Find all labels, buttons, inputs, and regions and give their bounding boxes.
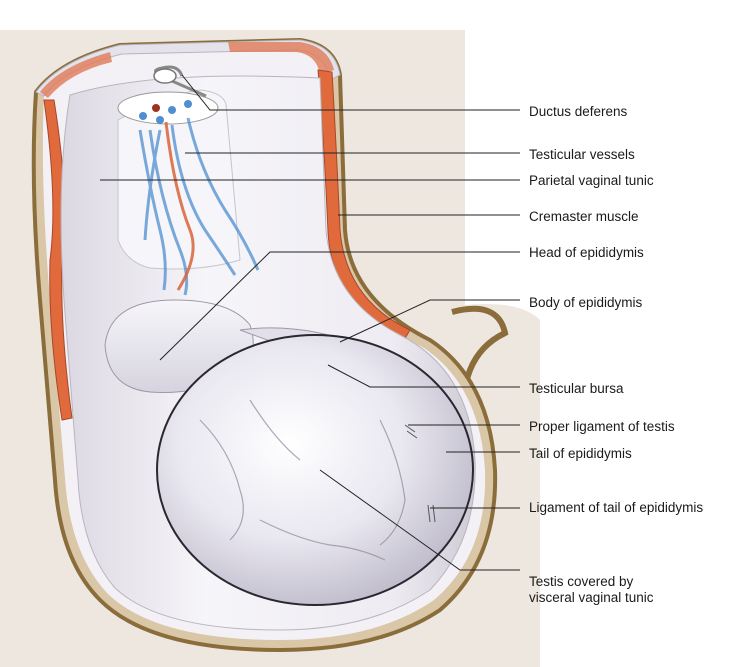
vessel-dot xyxy=(152,104,160,112)
label-ductus-deferens: Ductus deferens xyxy=(529,104,628,119)
label-testicular-vessels: Testicular vessels xyxy=(529,147,635,162)
body-wall-lower xyxy=(0,470,60,667)
vessel-dot xyxy=(139,112,147,120)
cord-cut xyxy=(117,91,219,125)
label-proper-ligament-of-testis: Proper ligament of testis xyxy=(529,419,675,434)
label-parietal-vaginal-tunic: Parietal vaginal tunic xyxy=(529,173,654,188)
label-body-of-epididymis: Body of epididymis xyxy=(529,295,643,310)
ductus-cut xyxy=(153,68,177,84)
label-testicular-bursa: Testicular bursa xyxy=(529,381,624,396)
ductus-loop xyxy=(154,65,207,98)
label-testis-covered-line2: visceral vaginal tunic xyxy=(529,590,654,605)
leader-lines xyxy=(100,74,520,571)
label-tail-of-epididymis: Tail of epididymis xyxy=(529,446,632,461)
vessel-dot xyxy=(156,116,164,124)
label-head-of-epididymis: Head of epididymis xyxy=(529,245,644,260)
testis-veins xyxy=(199,399,406,561)
testis xyxy=(156,334,474,606)
label-testis-covered-line1: Testis covered by xyxy=(529,574,634,589)
veins xyxy=(138,117,260,296)
label-ligament-of-tail-of-epididymis: Ligament of tail of epididymis xyxy=(529,500,704,515)
artery xyxy=(164,121,195,291)
vessel-dot xyxy=(168,106,176,114)
top-red-right xyxy=(228,42,334,74)
top-red-left xyxy=(40,52,112,98)
vessel-dot xyxy=(184,100,192,108)
label-cremaster-muscle: Cremaster muscle xyxy=(529,209,639,224)
